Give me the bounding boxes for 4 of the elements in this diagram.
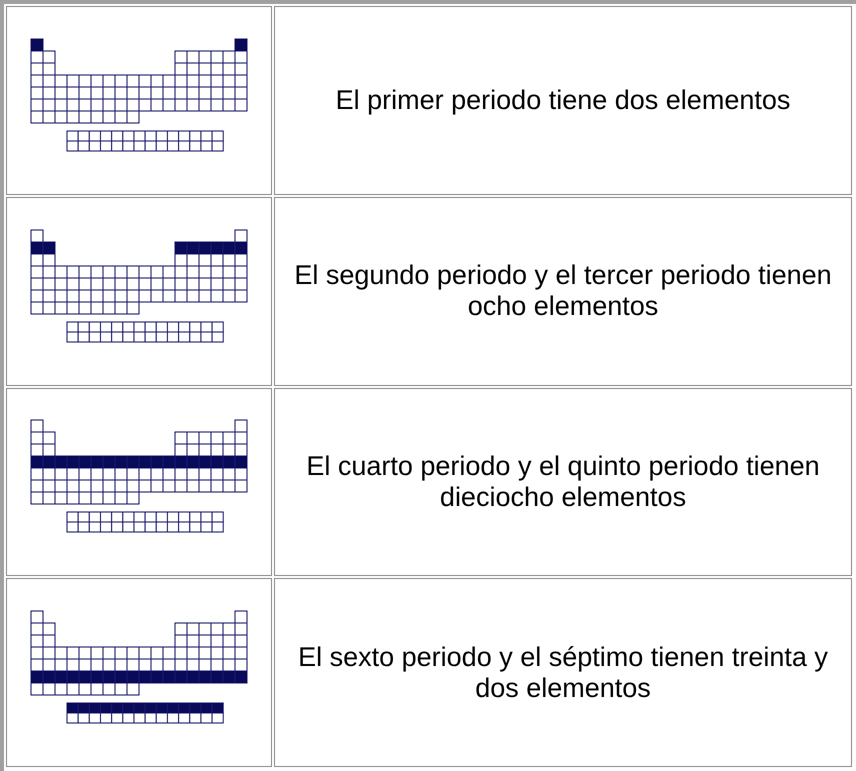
description-text: El segundo periodo y el tercer periodo tienen ocho elementos	[293, 260, 833, 322]
description-text: El sexto periodo y el séptimo tienen treinta y dos elementos	[297, 642, 829, 704]
description-text: El primer periodo tiene dos elementos	[336, 84, 790, 116]
description-text: El cuarto periodo y el quinto periodo tienen dieciocho elementos	[305, 450, 821, 513]
